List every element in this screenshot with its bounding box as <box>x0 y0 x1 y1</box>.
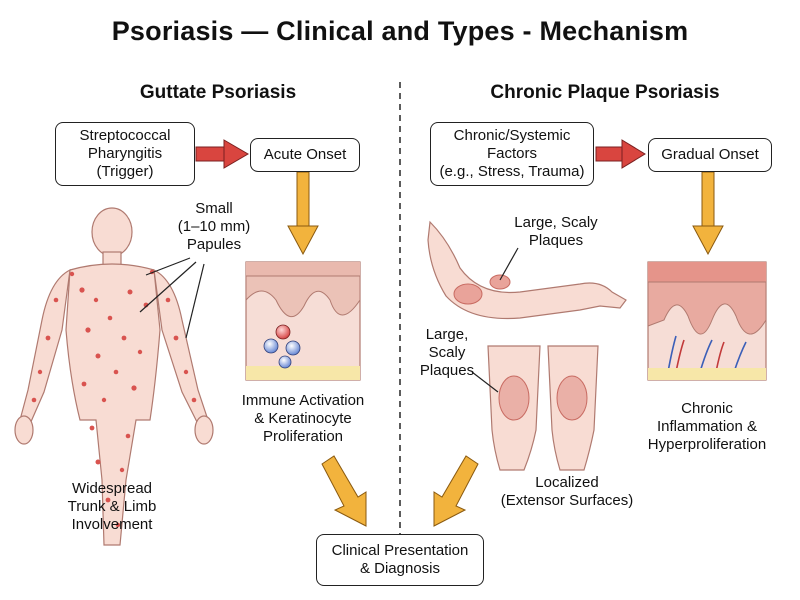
guttate-trigger-line2: Pharyngitis <box>87 145 163 162</box>
guttate-trigger-line3: (Trigger) <box>96 163 154 180</box>
outcome-box: Clinical Presentation & Diagnosis <box>316 534 484 586</box>
plaque-trigger-box: Chronic/Systemic Factors (e.g., Stress, … <box>430 122 594 186</box>
guttate-onset-box: Acute Onset <box>250 138 360 172</box>
plaque-trigger-line1: Chronic/Systemic <box>453 127 571 144</box>
outcome-line1: Clinical Presentation <box>331 542 469 559</box>
orange-arrow-plaque-down <box>692 171 724 256</box>
guttate-heading: Guttate Psoriasis <box>139 82 297 103</box>
skin-section-plaque <box>647 261 767 381</box>
guttate-papules <box>31 269 197 528</box>
arm-plaques-label: Large, Scaly Plaques <box>514 214 598 249</box>
page-title: Psoriasis — Clinical and Types - Mechani… <box>111 16 689 46</box>
arm-plaques <box>453 274 511 305</box>
plaque-heading: Chronic Plaque Psoriasis <box>490 82 720 103</box>
knee-plaques-label: Large, Scaly Plaques <box>419 326 475 379</box>
guttate-trigger-line1: Streptococcal <box>79 127 171 144</box>
orange-arrow-guttate-outcome <box>321 455 367 527</box>
guttate-trigger-box: Streptococcal Pharyngitis (Trigger) <box>55 122 195 186</box>
knee-plaque-pointer <box>471 371 499 393</box>
papules-label: Small (1–10 mm) Papules <box>177 200 251 253</box>
outcome-line2: & Diagnosis <box>359 560 441 577</box>
knee-plaques <box>498 375 588 421</box>
plaque-distribution-label: Localized (Extensor Surfaces) <box>500 474 634 509</box>
plaque-trigger-line2: Factors <box>486 145 537 162</box>
red-arrow-guttate <box>195 139 249 169</box>
plaque-mechanism-label: Chronic Inflammation & Hyperproliferatio… <box>647 400 767 453</box>
guttate-distribution-label: Widespread Trunk & Limb Involvement <box>67 480 157 533</box>
orange-arrow-guttate-down <box>287 171 319 256</box>
plaque-onset-box: Gradual Onset <box>648 138 772 172</box>
plaque-trigger-line3: (e.g., Stress, Trauma) <box>439 163 585 180</box>
arm-plaque-pointer <box>499 247 519 281</box>
guttate-mechanism-label: Immune Activation & Keratinocyte Prolife… <box>241 392 365 445</box>
orange-arrow-plaque-outcome <box>433 455 479 527</box>
papules-pointers <box>139 257 205 339</box>
body-illustration <box>14 207 214 546</box>
skin-section-guttate <box>245 261 361 381</box>
red-arrow-plaque <box>595 139 646 169</box>
